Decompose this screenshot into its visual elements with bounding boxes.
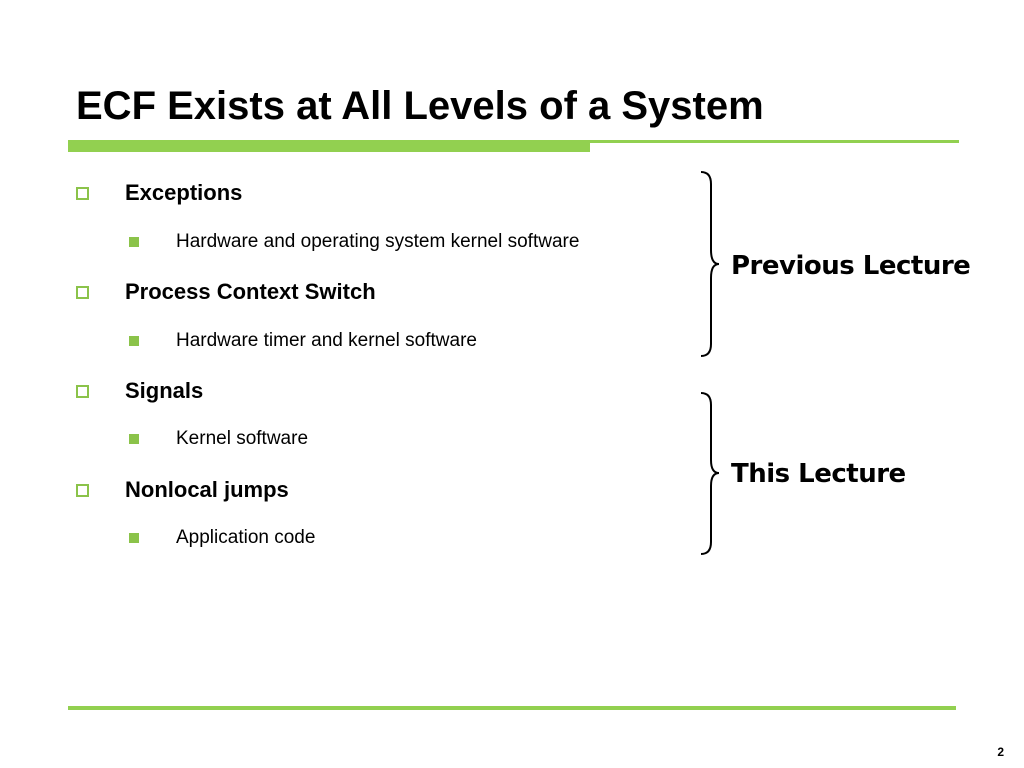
bullet-nonlocal-jumps: Nonlocal jumps bbox=[76, 475, 289, 505]
sub-bullet-process-context-switch: Hardware timer and kernel software bbox=[129, 328, 477, 354]
page-number: 2 bbox=[997, 745, 1004, 759]
sub-bullet-signals: Kernel software bbox=[129, 426, 308, 452]
title-underline-thick bbox=[68, 140, 590, 152]
bullet-text: Exceptions bbox=[125, 180, 243, 205]
slide-title: ECF Exists at All Levels of a System bbox=[76, 84, 764, 128]
this-lecture-label: This Lecture bbox=[731, 459, 906, 489]
title-underline-thin bbox=[590, 140, 959, 143]
bullet-text: Nonlocal jumps bbox=[125, 477, 289, 502]
bullet-exceptions: Exceptions bbox=[76, 178, 242, 208]
hollow-square-icon bbox=[76, 186, 89, 200]
bullet-text: Signals bbox=[125, 378, 204, 403]
filled-square-icon bbox=[129, 336, 139, 346]
sub-bullet-text: Hardware and operating system kernel sof… bbox=[176, 231, 580, 252]
sub-bullet-nonlocal-jumps: Application code bbox=[129, 525, 315, 551]
filled-square-icon bbox=[129, 533, 139, 543]
sub-bullet-text: Hardware timer and kernel software bbox=[176, 330, 477, 351]
filled-square-icon bbox=[129, 237, 139, 247]
hollow-square-icon bbox=[76, 483, 89, 497]
sub-bullet-text: Kernel software bbox=[176, 428, 309, 449]
bullet-signals: Signals bbox=[76, 376, 203, 406]
sub-bullet-text: Application code bbox=[176, 527, 316, 548]
bullet-text: Process Context Switch bbox=[125, 279, 376, 304]
previous-lecture-label: Previous Lecture bbox=[731, 251, 971, 281]
footer-rule bbox=[68, 706, 956, 710]
sub-bullet-exceptions: Hardware and operating system kernel sof… bbox=[129, 229, 579, 255]
title-underline bbox=[68, 140, 959, 152]
hollow-square-icon bbox=[76, 285, 89, 299]
filled-square-icon bbox=[129, 434, 139, 444]
bullet-process-context-switch: Process Context Switch bbox=[76, 277, 376, 307]
hollow-square-icon bbox=[76, 384, 89, 398]
